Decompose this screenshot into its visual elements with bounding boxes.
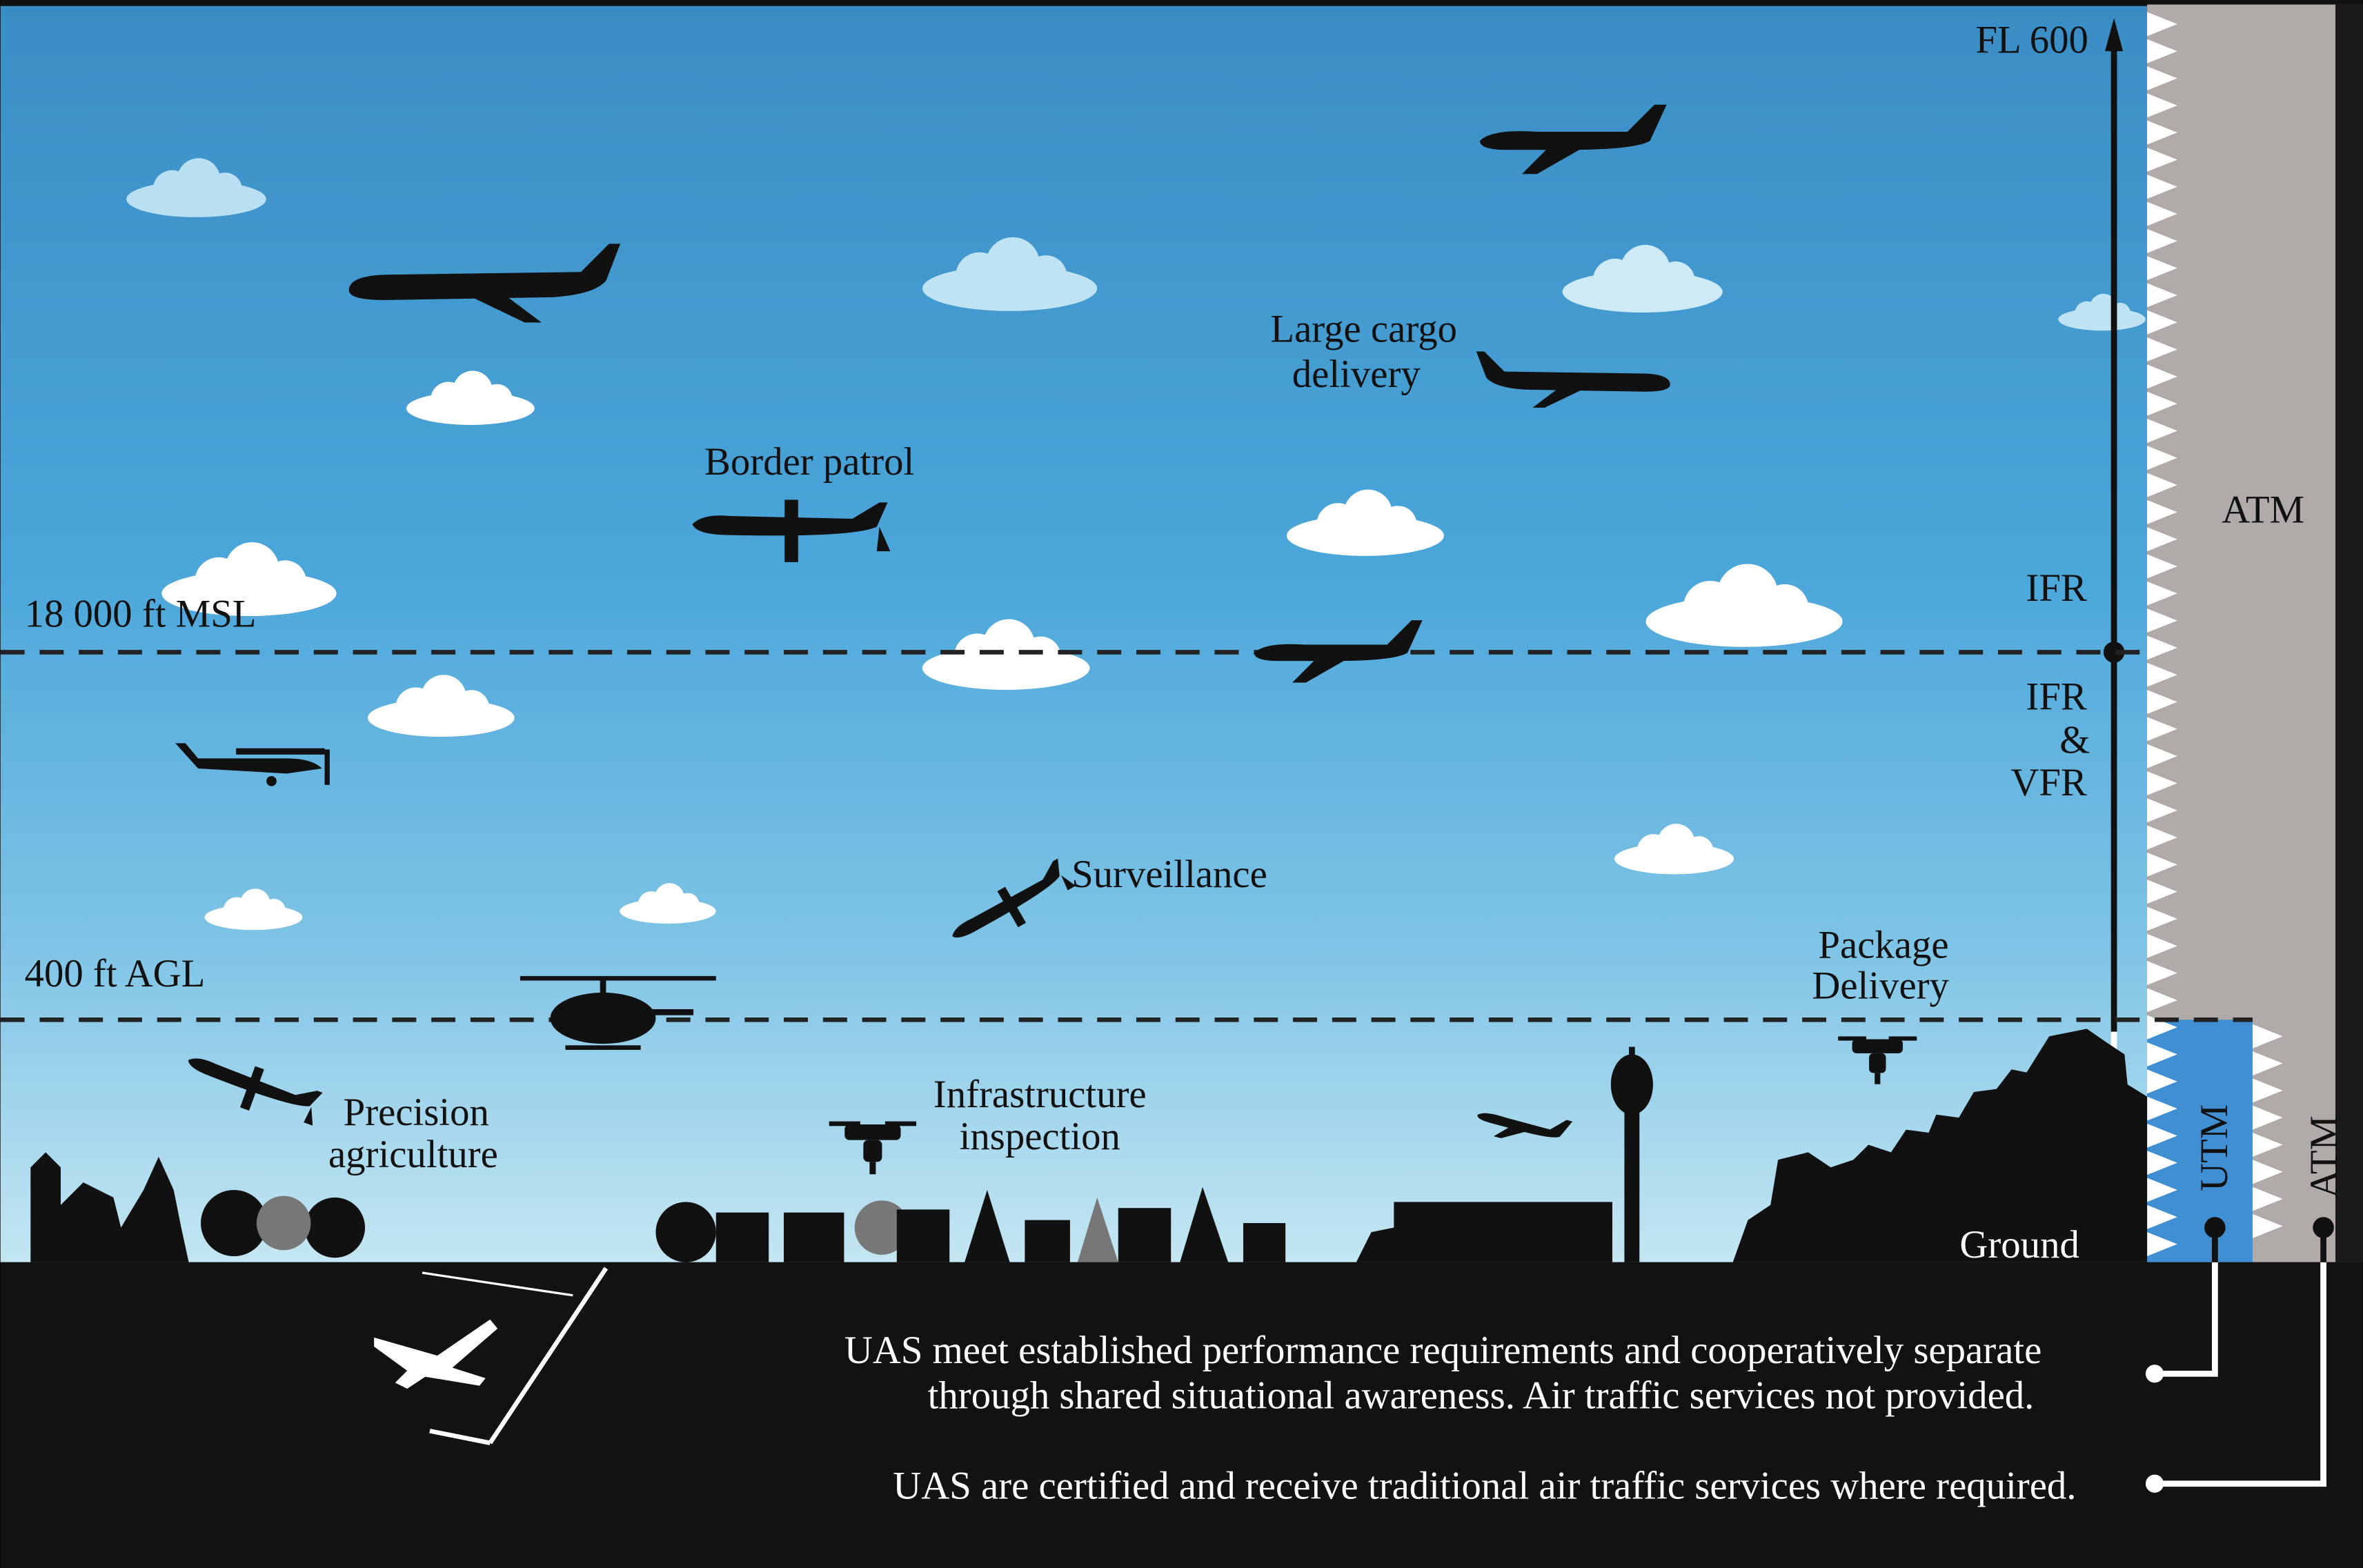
sawtooth-tooth [2147,798,2177,823]
utm-legend-dot [2145,1364,2164,1383]
ifr-vfr-label-3: VFR [2010,761,2087,804]
sawtooth-tooth [2147,12,2177,37]
sawtooth-tooth [2252,1051,2283,1076]
sawtooth-tooth [2147,391,2177,416]
legend-markers [2145,1217,2334,1493]
sawtooth-tooth [2147,717,2177,742]
sawtooth-tooth [2252,1213,2283,1238]
sawtooth-tooth [2147,175,2177,199]
sawtooth-tooth [2147,771,2177,795]
sawtooth-tooth [2147,147,2177,172]
sawtooth-tooth [2147,880,2177,904]
sawtooth-edge [2147,12,2283,1257]
sawtooth-tooth [2147,635,2177,660]
sawtooth-tooth [2252,1078,2283,1103]
sawtooth-tooth [2147,961,2177,985]
sawtooth-tooth [2147,852,2177,877]
agl-label: 400 ft AGL [25,952,206,995]
sawtooth-tooth [2147,1232,2177,1257]
sawtooth-tooth [2147,120,2177,145]
sawtooth-tooth [2147,527,2177,552]
agriculture-label-1: Precision [344,1091,489,1134]
sawtooth-tooth [2252,1132,2283,1157]
ifr-vfr-label-1: IFR [2026,675,2086,718]
aircraft [175,104,1917,1175]
sawtooth-tooth [2147,201,2177,226]
sawtooth-tooth [2147,1123,2177,1148]
utm-description-1: UAS meet established performance require… [844,1329,2041,1372]
runway-icon [374,1267,609,1445]
sawtooth-tooth [2147,93,2177,118]
ifr-vfr-label-2: & [2059,719,2090,762]
sawtooth-tooth [2147,1069,2177,1094]
sawtooth-tooth [2147,690,2177,714]
sawtooth-tooth [2147,662,2177,687]
sawtooth-tooth [2147,906,2177,931]
sawtooth-tooth [2147,419,2177,443]
sawtooth-tooth [2147,988,2177,1013]
sawtooth-tooth [2147,1151,2177,1175]
ground-label: Ground [1959,1223,2079,1267]
sawtooth-tooth [2252,1187,2283,1211]
sawtooth-tooth [2147,337,2177,362]
msl-label: 18 000 ft MSL [25,592,257,635]
sawtooth-tooth [2147,256,2177,281]
sawtooth-tooth [2147,228,2177,253]
package-label-1: Package [1818,924,1948,967]
sawtooth-tooth [2147,744,2177,768]
surveillance-label: Surveillance [1071,853,1267,896]
sawtooth-tooth [2147,1042,2177,1066]
utm-description-2: through shared situational awareness. Ai… [928,1374,2035,1418]
sawtooth-tooth [2147,364,2177,389]
atm-description: UAS are certified and receive traditiona… [893,1465,2076,1508]
legend-connectors [2155,1262,2326,1487]
sawtooth-tooth [2147,933,2177,958]
sawtooth-tooth [2147,1096,2177,1121]
agriculture-label-2: agriculture [328,1133,498,1176]
sawtooth-tooth [2147,446,2177,470]
sawtooth-tooth [2252,1160,2283,1184]
border-patrol-label: Border patrol [704,440,914,484]
atm-legend-dot [2145,1474,2164,1493]
sawtooth-tooth [2147,581,2177,606]
sawtooth-tooth [2147,1204,2177,1229]
sawtooth-tooth [2252,1024,2283,1049]
package-label-2: Delivery [1812,964,1949,1008]
large-cargo-label-2: delivery [1292,353,1421,396]
sawtooth-tooth [2147,66,2177,91]
sawtooth-tooth [2147,825,2177,850]
axis-msl-marker [2103,642,2125,663]
axis-arrow-icon [2104,18,2124,52]
sawtooth-tooth [2147,39,2177,63]
fl600-label: FL 600 [1975,18,2088,61]
sawtooth-tooth [2147,1178,2177,1202]
ground-band [0,1262,2363,1568]
sawtooth-tooth [2252,1105,2283,1130]
infrastructure-label-2: inspection [960,1115,1120,1158]
ground-skyline [30,1029,2148,1262]
atm-panel-lower-edge [2335,4,2363,1262]
sawtooth-tooth [2147,554,2177,579]
atm-upper-label: ATM [2222,488,2304,532]
helicopter-icon [520,975,716,1050]
sawtooth-tooth [2147,310,2177,335]
atm-lower-label: ATM [2302,1115,2346,1198]
sawtooth-tooth [2147,283,2177,308]
utm-label: UTM [2193,1104,2236,1191]
top-border [0,0,2363,6]
sawtooth-tooth [2147,608,2177,633]
sawtooth-tooth [2147,499,2177,524]
ifr-label: IFR [2026,566,2086,610]
large-cargo-label-1: Large cargo [1270,308,1457,351]
sawtooth-tooth [2147,473,2177,497]
infrastructure-label-1: Infrastructure [933,1073,1147,1116]
